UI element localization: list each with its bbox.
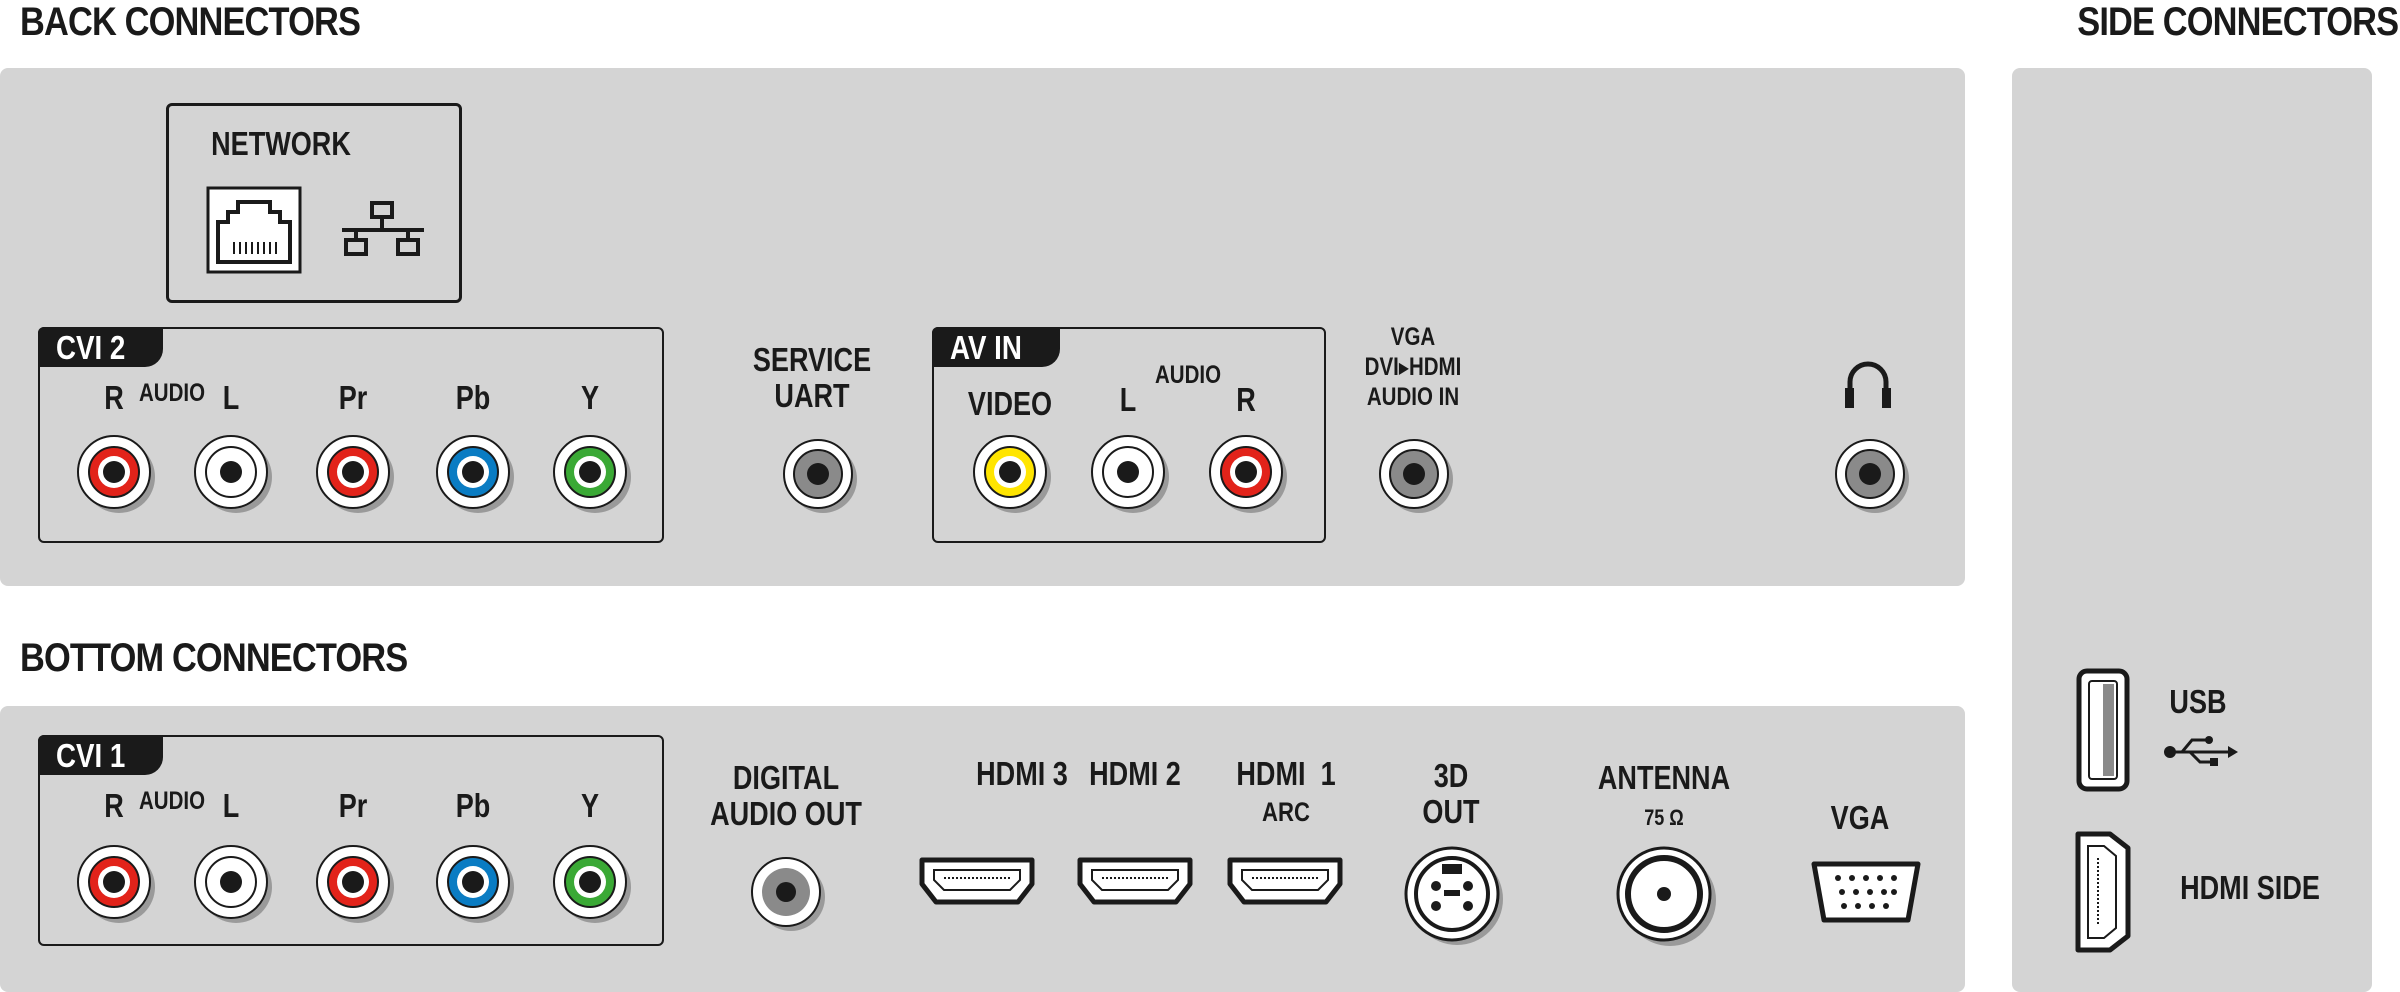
headphones-icon: [1845, 361, 1891, 408]
hdmi-side-label: HDMI SIDE: [2180, 869, 2320, 906]
cvi2-jack-label: L: [222, 379, 240, 416]
digital-audio-line1: DIGITAL: [732, 759, 840, 796]
3d-out-line1: 3D: [1433, 757, 1469, 794]
hdmi2-port[interactable]: [1076, 854, 1196, 910]
usb-port[interactable]: [2076, 668, 2130, 792]
vga-audio-line1: VGA: [1390, 323, 1436, 351]
usb-icon: [2164, 736, 2238, 766]
cvi1-jack-label: Pr: [338, 787, 368, 824]
side-panel: [2012, 68, 2372, 992]
vga-audio-in-label: VGA DVI▶HDMI AUDIO IN: [1365, 322, 1462, 412]
cvi1-jack-white[interactable]: [191, 842, 275, 926]
cvi1-jack-red[interactable]: [313, 842, 397, 926]
hdmi1-line1: HDMI 1: [1236, 755, 1336, 792]
cvi1-jack-label: L: [222, 787, 240, 824]
network-label: NETWORK: [211, 125, 351, 162]
headphone-port[interactable]: [1832, 436, 1912, 516]
av-in-group: [932, 327, 1326, 543]
3d-out-port[interactable]: [1402, 844, 1512, 954]
side-connectors-heading: SIDE CONNECTORS: [2077, 0, 2399, 44]
network-icon: [342, 201, 424, 256]
cvi1-jack-label: Pb: [455, 787, 491, 824]
av-in-jack-red[interactable]: [1206, 432, 1290, 516]
vga-audio-in-port[interactable]: [1376, 436, 1456, 516]
digital-audio-out-port[interactable]: [748, 854, 828, 934]
cvi2-audio-label: AUDIO: [138, 379, 206, 407]
cvi2-tag: CVI 2: [38, 327, 163, 367]
av-in-jack-label: L: [1119, 381, 1137, 418]
cvi2-group: [38, 327, 664, 543]
vga-port[interactable]: [1808, 858, 1924, 930]
3d-out-label: 3D OUT: [1422, 757, 1480, 831]
antenna-line1: ANTENNA: [1597, 759, 1731, 796]
service-uart-port[interactable]: [780, 436, 860, 516]
back-connectors-heading: BACK CONNECTORS: [20, 0, 361, 44]
hdmi1-port[interactable]: [1226, 854, 1346, 910]
service-uart-line1: SERVICE: [752, 341, 872, 378]
cvi2-jack-green[interactable]: [550, 432, 634, 516]
cvi1-tag: CVI 1: [38, 735, 163, 775]
av-in-jack-label: VIDEO: [967, 385, 1053, 422]
usb-label: USB: [2169, 683, 2227, 720]
antenna-label: ANTENNA 75 Ω: [1597, 759, 1731, 833]
vga-label: VGA: [1830, 799, 1890, 836]
service-uart-label: SERVICE UART: [752, 341, 872, 415]
cvi1-audio-label: AUDIO: [138, 787, 206, 815]
cvi1-jack-label: Y: [580, 787, 600, 824]
bottom-connectors-heading: BOTTOM CONNECTORS: [20, 636, 408, 680]
arrow-right-icon: ▶: [1398, 359, 1409, 377]
cvi2-jack-label: Y: [580, 379, 600, 416]
hdmi-side-port[interactable]: [2074, 830, 2132, 954]
digital-audio-out-label: DIGITAL AUDIO OUT: [710, 759, 862, 833]
cvi2-jack-red[interactable]: [313, 432, 397, 516]
cvi2-jack-label: R: [104, 379, 124, 416]
network-group: [166, 103, 462, 303]
vga-audio-line2a: DVI: [1364, 353, 1399, 381]
cvi1-group: [38, 735, 664, 946]
av-in-jack-white[interactable]: [1088, 432, 1172, 516]
3d-out-line2: OUT: [1422, 793, 1480, 831]
cvi1-jack-green[interactable]: [550, 842, 634, 926]
vga-audio-line3: AUDIO IN: [1366, 383, 1460, 411]
cvi2-jack-label: Pb: [455, 379, 491, 416]
hdmi1-arc: ARC: [1262, 797, 1310, 828]
antenna-ohm: 75 Ω: [1644, 805, 1684, 831]
cvi2-jack-blue[interactable]: [433, 432, 517, 516]
cvi2-jack-label: Pr: [338, 379, 368, 416]
av-in-jack-label: R: [1236, 381, 1256, 418]
digital-audio-line2: AUDIO OUT: [710, 795, 862, 833]
av-in-jack-yellow[interactable]: [970, 432, 1054, 516]
vga-audio-line2b: HDMI: [1408, 353, 1462, 381]
cvi2-jack-white[interactable]: [191, 432, 275, 516]
cvi2-jack-red[interactable]: [74, 432, 158, 516]
hdmi3-port[interactable]: [918, 854, 1038, 910]
cvi1-jack-red[interactable]: [74, 842, 158, 926]
hdmi1-label: HDMI 1 ARC: [1236, 755, 1336, 829]
cvi1-jack-blue[interactable]: [433, 842, 517, 926]
av-in-tag: AV IN: [932, 327, 1060, 367]
ethernet-port-icon[interactable]: [206, 186, 302, 274]
hdmi2-label: HDMI 2: [1089, 755, 1181, 792]
cvi1-jack-label: R: [104, 787, 124, 824]
av-in-audio-label: AUDIO: [1154, 361, 1222, 389]
hdmi3-label: HDMI 3: [976, 755, 1068, 792]
antenna-port[interactable]: [1614, 844, 1724, 954]
service-uart-line2: UART: [774, 377, 850, 415]
